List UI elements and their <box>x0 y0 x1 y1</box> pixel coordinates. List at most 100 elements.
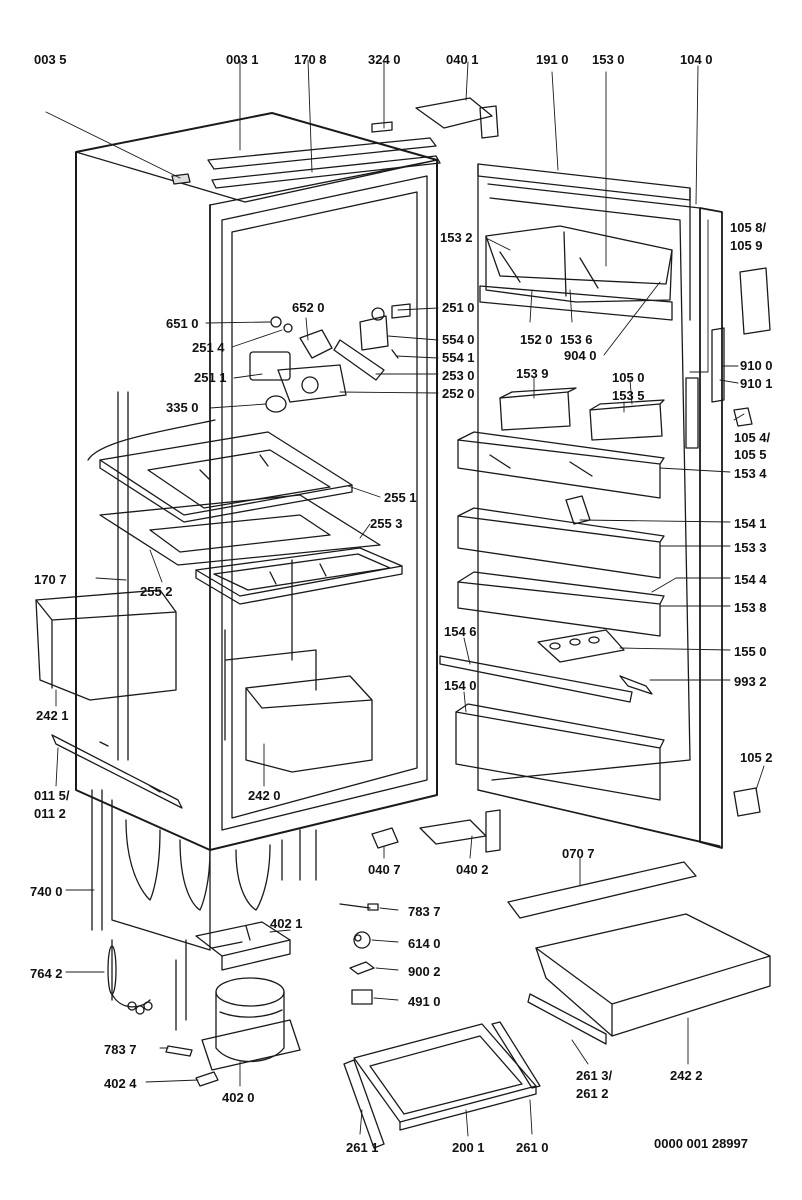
part-label-7400: 740 0 <box>30 884 63 899</box>
part-label-1040: 104 0 <box>680 52 713 67</box>
part-label-4910: 491 0 <box>408 994 441 1009</box>
part-label-1058: 105 8/ <box>730 220 767 235</box>
part-label-0402: 040 2 <box>456 862 489 877</box>
part-label-2514: 251 4 <box>192 340 225 355</box>
part-label-1550: 155 0 <box>734 644 767 659</box>
part-label-6510: 651 0 <box>166 316 199 331</box>
part-label-7642: 764 2 <box>30 966 63 981</box>
part-label-0407: 040 7 <box>368 862 401 877</box>
part-label-1050: 105 0 <box>612 370 645 385</box>
part-label-2551: 255 1 <box>384 490 417 505</box>
crisper-drawer-inner <box>225 649 373 773</box>
drawer-rail <box>51 734 183 809</box>
door-shelf-1533 <box>457 507 665 579</box>
part-label-2001: 200 1 <box>452 1140 485 1155</box>
compressor <box>175 939 301 1071</box>
part-label-0031: 003 1 <box>226 52 259 67</box>
document-number: 0000 001 28997 <box>654 1136 748 1151</box>
glass-shelf-upper <box>99 431 353 523</box>
part-label-1532: 153 2 <box>440 230 473 245</box>
part-label-1540: 154 0 <box>444 678 477 693</box>
part-label-1534: 153 4 <box>734 466 767 481</box>
upper-hinge <box>371 97 499 139</box>
part-label-1533: 153 3 <box>734 540 767 555</box>
drip-tray <box>195 921 291 971</box>
part-label-5541: 554 1 <box>442 350 475 365</box>
egg-tray <box>537 629 625 663</box>
glass-shelf-lower <box>99 494 403 605</box>
door-shelf-1538 <box>457 571 665 637</box>
door-bin-bottom <box>455 703 665 801</box>
part-label-4020: 402 0 <box>222 1090 255 1105</box>
part-label-1052: 105 2 <box>740 750 773 765</box>
cover-strip-0707 <box>507 861 697 919</box>
part-label-2421: 242 1 <box>36 708 69 723</box>
part-label-1535: 153 5 <box>612 388 645 403</box>
part-label-2611: 261 1 <box>346 1140 379 1155</box>
part-label-2420: 242 0 <box>248 788 281 803</box>
control-unit-parts <box>249 303 411 413</box>
part-label-0401: 040 1 <box>446 52 479 67</box>
part-label-0115: 011 5/ <box>34 788 70 803</box>
part-label-7837-a: 783 7 <box>408 904 441 919</box>
lower-hinge <box>419 809 501 853</box>
part-label-9040: 904 0 <box>564 348 597 363</box>
part-label-1544: 154 4 <box>734 572 767 587</box>
part-label-2422: 242 2 <box>670 1068 703 1083</box>
part-label-2552: 255 2 <box>140 584 173 599</box>
part-label-9100: 910 0 <box>740 358 773 373</box>
part-label-1054: 105 4/ <box>734 430 771 445</box>
part-label-1539: 153 9 <box>516 366 549 381</box>
part-label-1910: 191 0 <box>536 52 569 67</box>
part-label-1546: 154 6 <box>444 624 477 639</box>
part-label-9101: 910 1 <box>740 376 773 391</box>
door-shelf-top <box>479 285 673 321</box>
part-label-2520: 252 0 <box>442 386 475 401</box>
bottle-guard <box>439 655 633 703</box>
part-label-2510: 251 0 <box>442 300 475 315</box>
part-label-6140: 614 0 <box>408 936 441 951</box>
part-label-9932: 993 2 <box>734 674 767 689</box>
part-label-2612: 261 2 <box>576 1086 609 1101</box>
thermostat-tube <box>107 939 153 1015</box>
part-label-0112: 011 2 <box>34 806 66 821</box>
part-label-2530: 253 0 <box>442 368 475 383</box>
part-label-1707: 170 7 <box>34 572 67 587</box>
part-label-0707: 070 7 <box>562 846 595 861</box>
part-label-3240: 324 0 <box>368 52 401 67</box>
part-label-5540: 554 0 <box>442 332 475 347</box>
part-label-1538: 153 8 <box>734 600 767 615</box>
part-label-2511: 251 1 <box>194 370 227 385</box>
part-label-2610: 261 0 <box>516 1140 549 1155</box>
drawer-rails <box>343 993 607 1149</box>
part-label-4024: 402 4 <box>104 1076 137 1091</box>
part-label-2613: 261 3/ <box>576 1068 613 1083</box>
top-cover-strips <box>171 137 441 189</box>
part-label-1055: 105 5 <box>734 447 767 462</box>
door <box>477 163 723 849</box>
part-label-1059: 105 9 <box>730 238 763 253</box>
part-label-3350: 335 0 <box>166 400 199 415</box>
part-label-6520: 652 0 <box>292 300 325 315</box>
part-label-2553: 255 3 <box>370 516 403 531</box>
part-label-1708: 170 8 <box>294 52 327 67</box>
part-label-4021: 402 1 <box>270 916 303 931</box>
part-label-7837-b: 783 7 <box>104 1042 137 1057</box>
crisper-drawer-left <box>35 589 177 701</box>
small-parts <box>165 827 399 1087</box>
butter-compartment <box>485 225 673 303</box>
condenser-coil <box>91 789 317 951</box>
part-label-1536: 153 6 <box>560 332 593 347</box>
slide-out-shelf <box>353 1023 537 1131</box>
bottom-drawer <box>535 913 771 1037</box>
part-label-1541: 154 1 <box>734 516 767 531</box>
part-label-1530: 153 0 <box>592 52 625 67</box>
part-label-9002: 900 2 <box>408 964 441 979</box>
cabinet-body <box>75 112 438 851</box>
part-label-0035: 003 5 <box>34 52 67 67</box>
leader-lines <box>45 59 765 1137</box>
door-shelf-1534 <box>457 431 665 499</box>
part-label-1520: 152 0 <box>520 332 553 347</box>
